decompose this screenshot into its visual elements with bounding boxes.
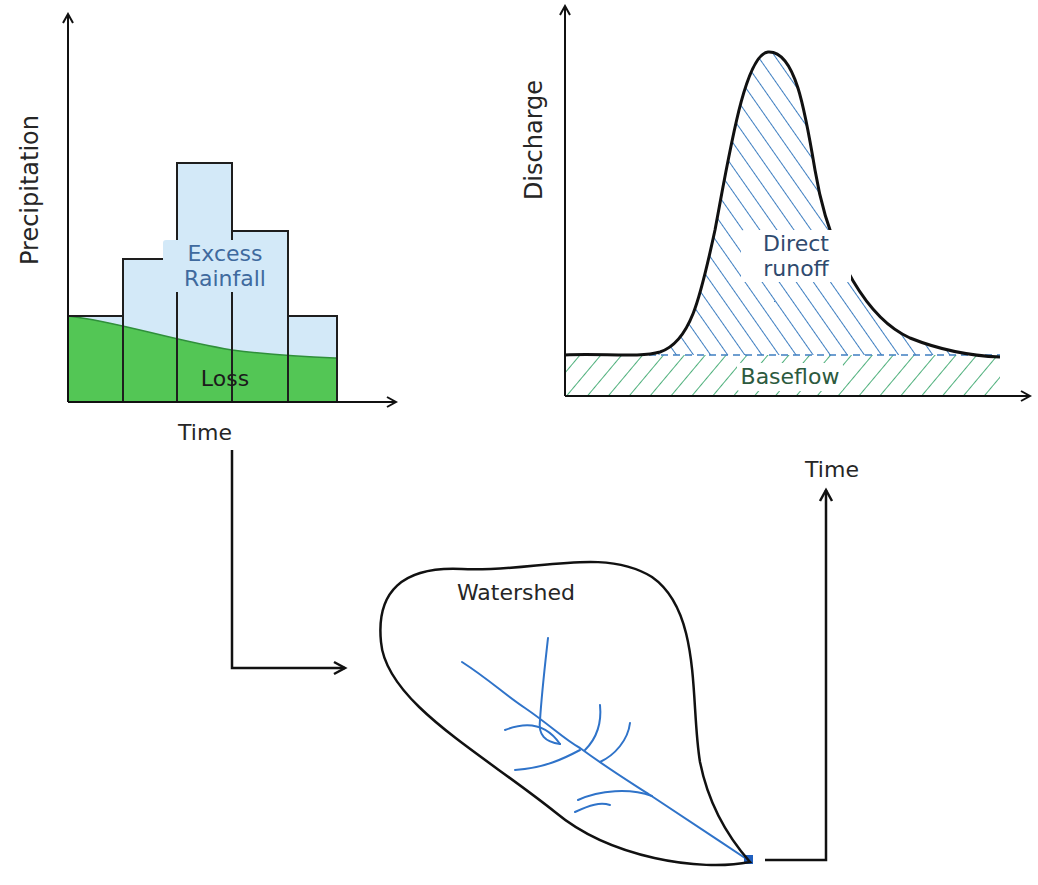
axis-title: Precipitation (17, 115, 45, 265)
axis-title: Time (178, 420, 232, 445)
tributary (578, 791, 652, 800)
hydrograph (565, 6, 1030, 396)
y-axis (67, 14, 69, 402)
tributary (505, 725, 560, 744)
hyetograph-panel: Excess RainfallLoss PrecipitationTime (10, 0, 410, 450)
excess-rainfall-region: Excess Rainfall (163, 240, 287, 293)
watershed-boundary (380, 562, 750, 865)
watershed-boundary-svg (345, 560, 765, 883)
x-axis (565, 395, 1030, 397)
loss-curve (68, 316, 337, 358)
tributary (585, 705, 600, 750)
rainfall-bars-outline (68, 163, 337, 402)
region-label: Excess Rainfall (163, 240, 287, 293)
region-label: Loss (197, 365, 253, 392)
tributary (515, 750, 580, 770)
hydrograph-panel: Direct runoffBaseflow DischargeTime (510, 0, 1038, 490)
axis-title: Discharge (521, 80, 549, 200)
watershed-outline: Watershed (345, 560, 765, 883)
axis-title: Time (805, 457, 859, 482)
hyetograph (68, 14, 396, 402)
flow-arrow (765, 490, 826, 860)
y-axis (564, 6, 566, 396)
hydrograph-curve (565, 52, 1000, 357)
direct-runoff-region: Direct runoff (741, 230, 851, 283)
x-axis (68, 401, 396, 403)
region-title: Watershed (457, 580, 575, 605)
main-channel (462, 662, 748, 860)
rainfall-bars-fill (68, 163, 337, 402)
stream-network (462, 638, 748, 860)
direct-runoff-area (565, 52, 1000, 357)
baseflow-area (565, 355, 1000, 396)
flow-arrow (232, 450, 345, 668)
loss-region: Loss (197, 365, 253, 392)
baseflow-region: Baseflow (737, 363, 844, 390)
region-label: Direct runoff (741, 230, 851, 283)
tributary (600, 723, 630, 762)
region-label: Baseflow (737, 363, 844, 390)
tributary (575, 804, 610, 812)
loss-area (68, 316, 337, 402)
